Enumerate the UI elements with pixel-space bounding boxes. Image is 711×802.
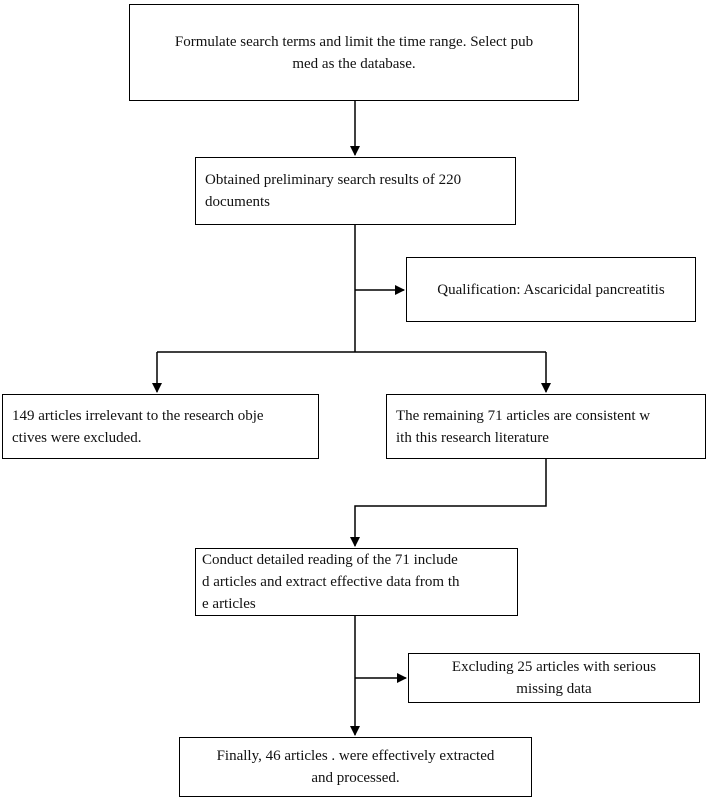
node-qualification: Qualification: Ascaricidal pancreatitis [406, 257, 696, 322]
node-preliminary-results: Obtained preliminary search results of 2… [195, 157, 516, 225]
node-search-terms: Formulate search terms and limit the tim… [129, 4, 579, 101]
node-final-extracted: Finally, 46 articles . were effectively … [179, 737, 532, 797]
node-excluded-irrelevant: 149 articles irrelevant to the research … [2, 394, 319, 459]
node-excluding-missing-data: Excluding 25 articles with serious missi… [408, 653, 700, 703]
node-detailed-reading: Conduct detailed reading of the 71 inclu… [195, 548, 518, 616]
node-remaining-consistent: The remaining 71 articles are consistent… [386, 394, 706, 459]
edge-remaining-to-detailed [350, 459, 547, 547]
